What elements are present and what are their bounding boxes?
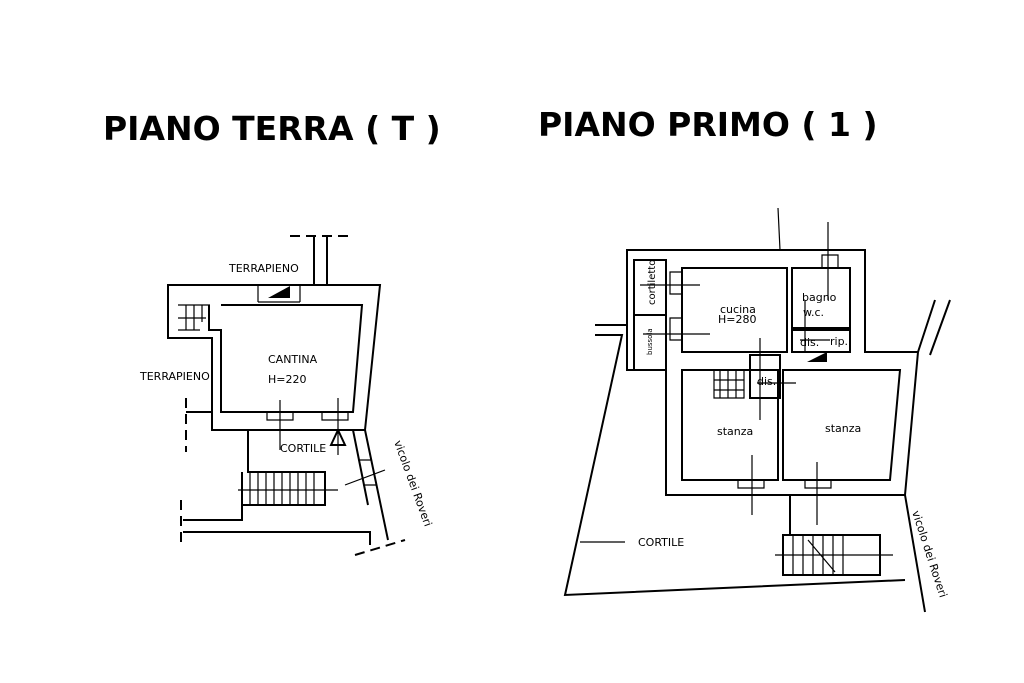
spiral-stair-icon — [178, 304, 210, 331]
first-floor-plan: cortiletto bussola cucina H=280 bagno w.… — [563, 207, 951, 613]
chimney-mark-icon — [268, 286, 290, 298]
spiral-stair-icon — [713, 369, 745, 399]
bussola-label: bussola — [646, 328, 654, 355]
first-floor-title: PIANO PRIMO ( 1 ) — [538, 105, 878, 144]
terrapieno-left-label: TERRAPIENO — [139, 370, 210, 383]
rip-label: rip. — [830, 335, 848, 348]
terrapieno-top-label: TERRAPIENO — [228, 262, 299, 275]
street-label: vicolo dei Roveri — [391, 439, 434, 529]
ground-floor-title: PIANO TERRA ( T ) — [103, 109, 441, 148]
wc-label: w.c. — [803, 306, 824, 319]
cantina-height-label: H=220 — [268, 373, 306, 386]
cortile-label: CORTILE — [638, 536, 684, 549]
stanza-left-label: stanza — [717, 425, 753, 438]
stanza-right-label: stanza — [825, 422, 861, 435]
chimney-mark-icon — [807, 352, 827, 362]
cucina-height-label: H=280 — [718, 313, 756, 326]
cortile-label: CORTILE — [280, 442, 326, 455]
dis-label-1: dis. — [800, 336, 819, 349]
ground-floor-plan: TERRAPIENO TERRAPIENO CANTINA H=220 CORT… — [139, 235, 434, 556]
bagno-label: bagno — [802, 291, 837, 304]
cucina-label: cucina — [720, 303, 756, 316]
cantina-label: CANTINA — [268, 353, 318, 366]
dis-label-2: dis. — [757, 375, 776, 388]
cortiletto-label: cortiletto — [647, 260, 658, 305]
